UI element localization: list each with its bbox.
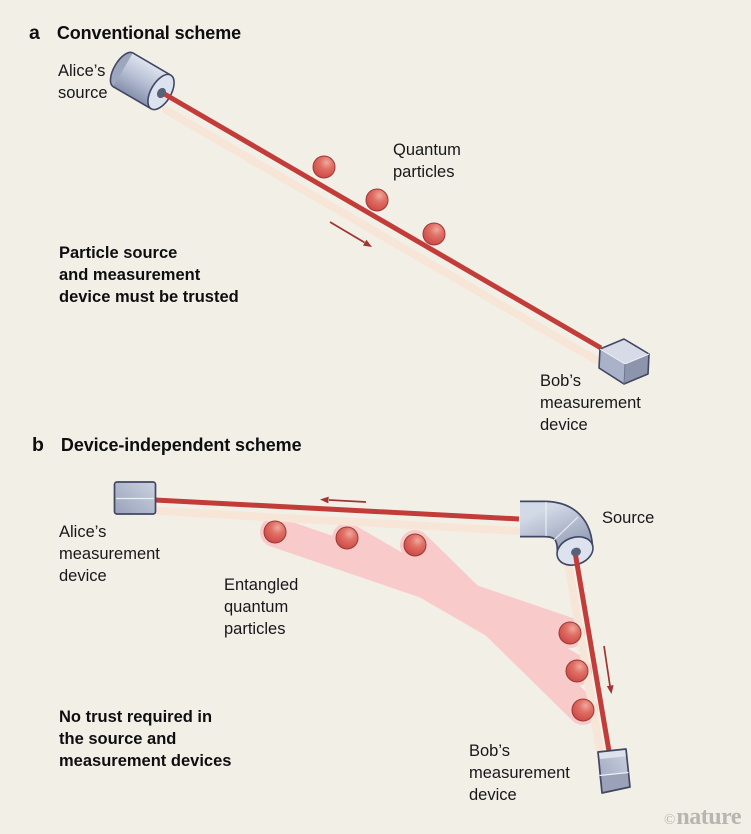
- alice-device-label-b: Alice’s measurement device: [59, 523, 160, 585]
- panel-b-letter: b: [32, 434, 44, 456]
- entangled-particle: [565, 659, 589, 683]
- beam-glow-b-bob: [563, 552, 605, 761]
- source-aperture-b: [571, 547, 581, 557]
- direction-arrow-a: [329, 221, 372, 247]
- entangled-particles-label: Entangled quantum particles: [224, 576, 299, 638]
- source-label: Source: [602, 509, 655, 527]
- beam-b-bob: [572, 551, 613, 758]
- entangled-particle: [335, 526, 359, 550]
- panel-b-title-text: Device-independent scheme: [60, 435, 302, 455]
- beam-glow-a: [162, 106, 600, 364]
- beam-a: [159, 89, 603, 351]
- panel-b-title: b Device-independent scheme: [32, 434, 302, 457]
- bob-measurement-device-icon-a: [598, 338, 650, 385]
- quantum-particle: [365, 188, 389, 212]
- beam-glow-b-alice: [155, 507, 521, 535]
- bob-device-label-a: Bob’s measurement device: [540, 372, 641, 434]
- panel-a-title-text: Conventional scheme: [56, 23, 242, 43]
- entangled-particle: [558, 621, 582, 645]
- entangled-particle: [403, 533, 427, 557]
- alice-source-label: Alice’s source: [58, 62, 108, 102]
- nature-logo-text: nature: [676, 804, 741, 830]
- entangled-particle: [571, 698, 595, 722]
- alice-source-cylinder-icon: [109, 51, 175, 111]
- bob-measurement-device-icon-b: [597, 748, 631, 794]
- source-elbow-icon: [520, 500, 594, 566]
- direction-arrow-b-down: [603, 645, 614, 694]
- bob-device-label-b: Bob’s measurement device: [469, 742, 570, 804]
- quantum-particles-label: Quantum particles: [393, 141, 461, 181]
- entangled-particle: [263, 520, 287, 544]
- copyright-symbol: ©: [664, 812, 676, 828]
- source-aperture-a: [156, 87, 167, 99]
- alice-measurement-device-icon: [113, 481, 157, 515]
- panel-a-title: a Conventional scheme: [29, 22, 241, 45]
- entangled-band: [400, 530, 598, 725]
- trust-note-a: Particle source and measurement device m…: [59, 244, 239, 306]
- beam-b-alice: [154, 497, 520, 522]
- panel-a-letter: a: [29, 22, 40, 44]
- direction-arrow-b-left: [320, 496, 367, 504]
- nature-watermark: © nature: [664, 804, 741, 831]
- quantum-particle: [312, 155, 336, 179]
- trust-note-b: No trust required in the source and meas…: [59, 708, 232, 770]
- quantum-particle: [422, 222, 446, 246]
